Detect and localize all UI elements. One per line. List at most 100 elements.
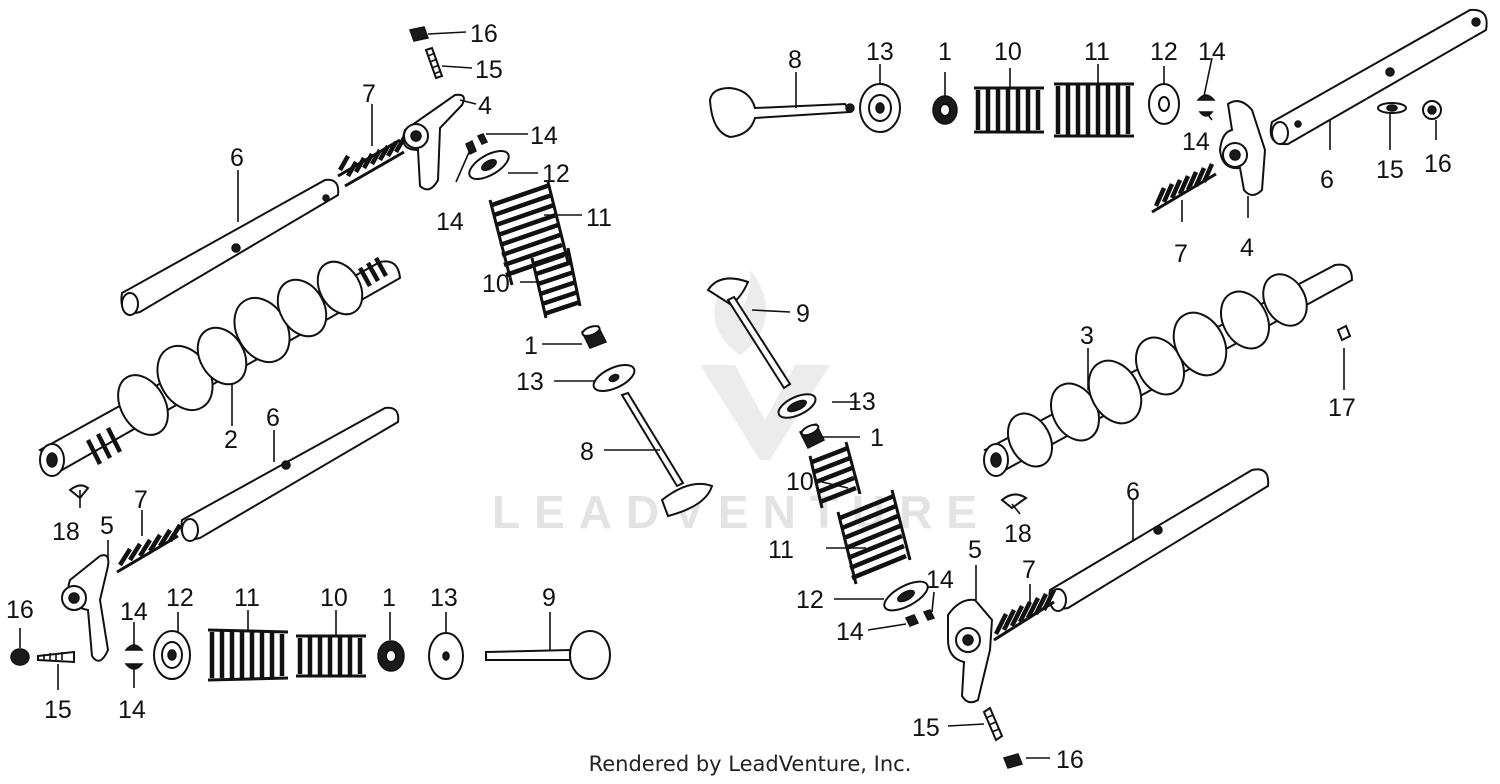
rocker-arm-shaft	[1269, 8, 1488, 146]
callout-valve-cotter: 14	[926, 566, 954, 594]
callout-valve-cotter: 14	[836, 618, 864, 646]
callout-rocker-arm: 4	[1240, 234, 1254, 262]
outer-valve-spring	[488, 181, 570, 286]
callout-spring-seat: 13	[430, 584, 458, 612]
lock-nut	[1422, 100, 1442, 120]
callout-rocker-arm-spring: 7	[134, 486, 148, 514]
callout-lock-nut: 16	[1056, 746, 1084, 774]
callout-spring-retainer: 12	[542, 160, 570, 188]
callout-spring-seat: 13	[848, 388, 876, 416]
callout-outer-valve-spring: 11	[768, 536, 794, 564]
lock-nut	[409, 26, 429, 42]
spring-retainer	[883, 580, 929, 612]
spring-retainer	[468, 149, 510, 180]
callout-lock-nut: 16	[1424, 150, 1452, 178]
rocker-arm-shaft	[180, 406, 400, 542]
callout-adjusting-screw: 15	[44, 696, 72, 724]
callout-exhaust-valve: 9	[796, 300, 810, 328]
callout-lock-nut: 16	[6, 596, 34, 624]
callout-spring-seat: 13	[866, 38, 894, 66]
woodruff-key	[1336, 324, 1352, 342]
intake-valve	[620, 391, 714, 518]
adjusting-screw	[982, 706, 1004, 742]
callout-rocker-arm-shaft: 6	[266, 404, 280, 432]
adjusting-screw	[424, 46, 444, 80]
inner-valve-spring	[296, 634, 366, 678]
callout-labels: 16 15 4 7 6 14 12 14 11 10 1 13 8 2 6 18…	[6, 20, 1452, 774]
callout-outer-valve-spring: 11	[1084, 38, 1110, 66]
callout-valve-stem-seal: 1	[938, 38, 952, 66]
callout-valve-stem-seal: 1	[382, 584, 396, 612]
callout-rocker-arm-spring: 7	[1022, 556, 1036, 584]
rocker-arm-spring	[993, 588, 1057, 642]
callout-spring-retainer: 12	[796, 586, 824, 614]
rocker-arm	[402, 93, 465, 191]
rocker-arm-spring	[1151, 163, 1217, 214]
lock-nut	[1002, 753, 1024, 769]
watermark-text: LEADVENTURE	[492, 486, 991, 538]
callout-rocker-arm-spring: 7	[1174, 240, 1188, 268]
callout-inner-valve-spring: 10	[786, 468, 814, 496]
callout-rocker-arm-shaft: 6	[230, 144, 244, 172]
rocker-arm-spring	[116, 523, 182, 574]
callout-camshaft: 3	[1080, 322, 1094, 350]
inner-valve-spring	[530, 247, 582, 319]
rocker-arm-spring	[337, 136, 406, 188]
exhaust-valve	[485, 630, 611, 680]
outer-valve-spring	[1054, 82, 1134, 138]
valve-stem-seal	[580, 325, 608, 349]
callout-woodruff-key: 17	[1328, 394, 1356, 422]
callout-inner-valve-spring: 10	[994, 38, 1022, 66]
callout-lock-nut: 16	[470, 20, 498, 48]
callout-valve-cotter: 14	[530, 122, 558, 150]
callout-rocker-arm-pin: 18	[52, 518, 80, 546]
outer-valve-spring	[207, 628, 289, 682]
callout-rocker-arm-pin: 18	[1004, 520, 1032, 548]
callout-spring-seat: 13	[516, 368, 544, 396]
callout-intake-valve: 8	[788, 46, 802, 74]
callout-inner-valve-spring: 10	[320, 584, 348, 612]
callout-spring-retainer: 12	[166, 584, 194, 612]
rocker-arm-pin	[1000, 493, 1028, 510]
inner-valve-spring	[974, 86, 1044, 134]
lock-nut	[10, 648, 30, 666]
valve-cotter	[904, 609, 936, 627]
callout-rocker-arm: 5	[968, 536, 982, 564]
spring-seat	[777, 393, 817, 419]
valve-cotter	[465, 133, 489, 156]
callout-rocker-arm-shaft: 6	[1320, 166, 1334, 194]
callout-valve-cotter: 14	[1198, 38, 1226, 66]
callout-valve-cotter: 14	[120, 598, 148, 626]
callout-rocker-arm: 4	[478, 92, 492, 120]
rocker-arm-shaft	[1048, 468, 1270, 612]
footer-credit: Rendered by LeadVenture, Inc.	[588, 752, 912, 776]
valve-stem-seal	[798, 422, 826, 450]
callout-adjusting-screw: 15	[1376, 156, 1404, 184]
spring-seat	[859, 83, 901, 133]
callout-valve-stem-seal: 1	[524, 332, 538, 360]
camshaft	[38, 256, 402, 477]
spring-retainer	[1148, 83, 1180, 125]
valve-stem-seal	[932, 95, 958, 125]
inner-valve-spring	[808, 441, 862, 509]
callout-valve-cotter: 14	[1182, 128, 1210, 156]
rocker-arm-shaft	[120, 178, 340, 316]
callout-adjusting-screw: 15	[912, 714, 940, 742]
rocker-arm	[61, 554, 110, 662]
outer-valve-spring	[836, 489, 912, 585]
callout-valve-cotter: 14	[118, 696, 146, 724]
callout-outer-valve-spring: 11	[586, 204, 612, 232]
spring-seat	[592, 364, 636, 392]
rocker-arm	[947, 598, 994, 704]
callout-rocker-arm-spring: 7	[362, 80, 376, 108]
intake-valve	[708, 86, 855, 139]
exhaust-valve	[706, 277, 792, 390]
callout-spring-retainer: 12	[1150, 38, 1178, 66]
adjusting-screw	[37, 650, 75, 664]
camshaft	[983, 263, 1354, 477]
callout-outer-valve-spring: 11	[234, 584, 260, 612]
spring-seat	[428, 632, 464, 680]
leader-lines	[19, 31, 1437, 759]
spring-retainer	[153, 630, 191, 680]
